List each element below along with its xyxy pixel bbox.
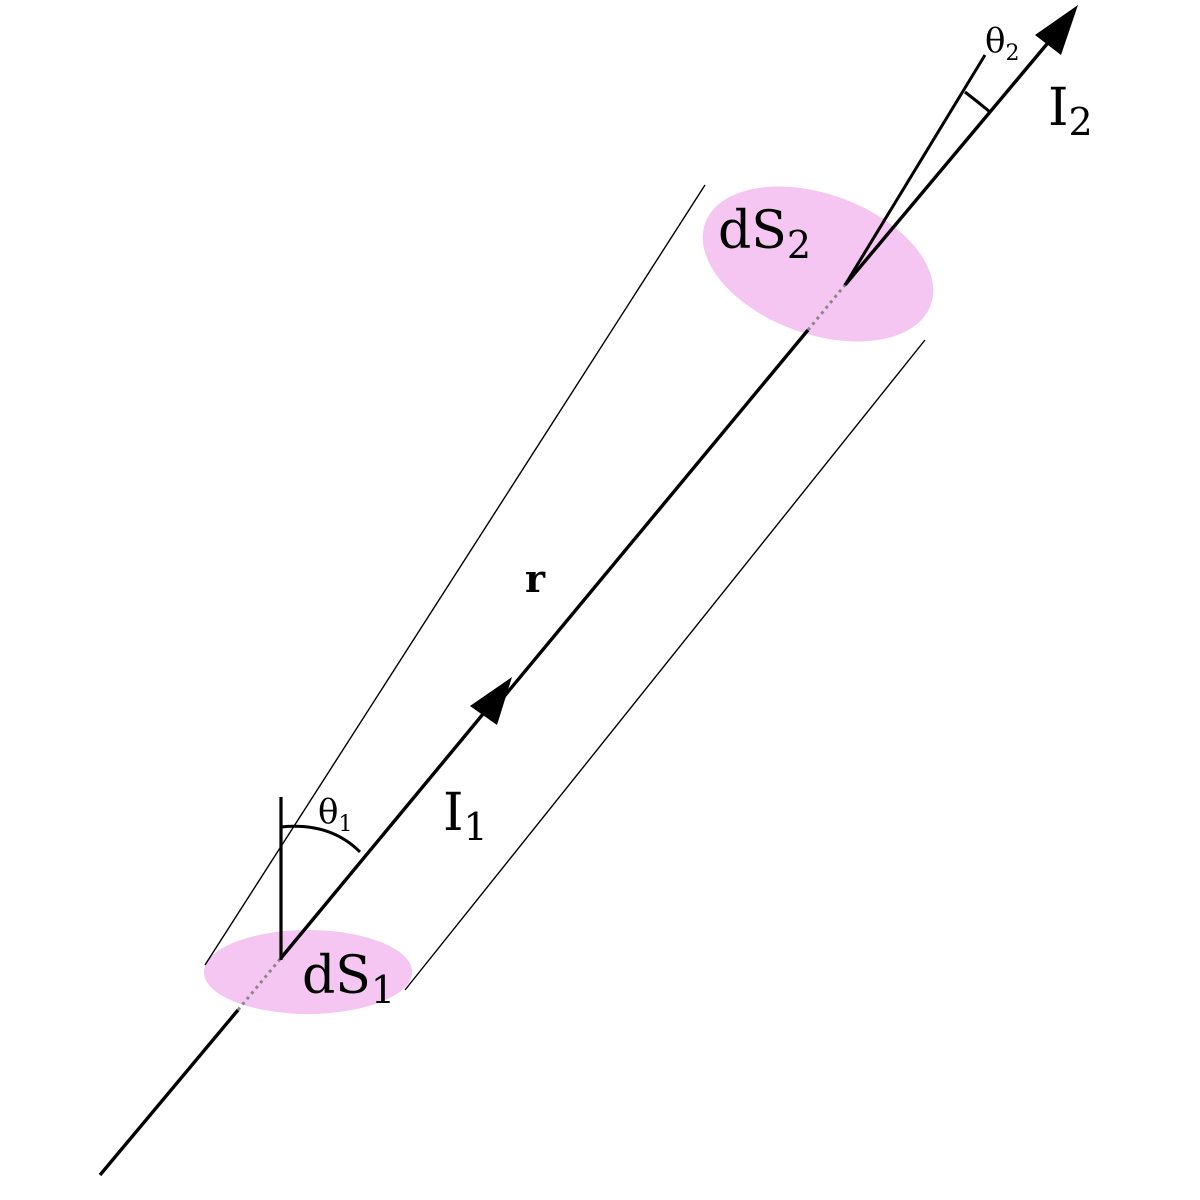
line-through-ds1 [236,957,283,1011]
line-r-segment-2 [495,328,810,707]
surface-ds1 [204,930,412,1014]
label-theta1: θ1 [318,792,352,837]
line-r-segment-1 [279,706,490,960]
label-i2: I2 [1048,78,1093,144]
arrowhead-i2 [1035,5,1078,55]
line-below-ds1 [98,1008,240,1177]
arc-theta1 [280,824,362,854]
arc-theta2 [964,90,991,114]
surface-ds2 [702,186,934,342]
arrowhead-i1 [470,677,512,725]
label-i1: I1 [443,783,488,849]
line-above-ds2 [843,36,1054,287]
label-r: r [525,556,546,601]
label-ds2: dS2 [718,201,811,267]
tube-left-edge [204,184,706,966]
line-through-ds2 [806,284,847,331]
normal-ds2 [843,54,987,286]
tube-right-edge [404,339,926,991]
label-ds1: dS1 [302,946,395,1012]
label-theta2: θ2 [985,21,1019,66]
